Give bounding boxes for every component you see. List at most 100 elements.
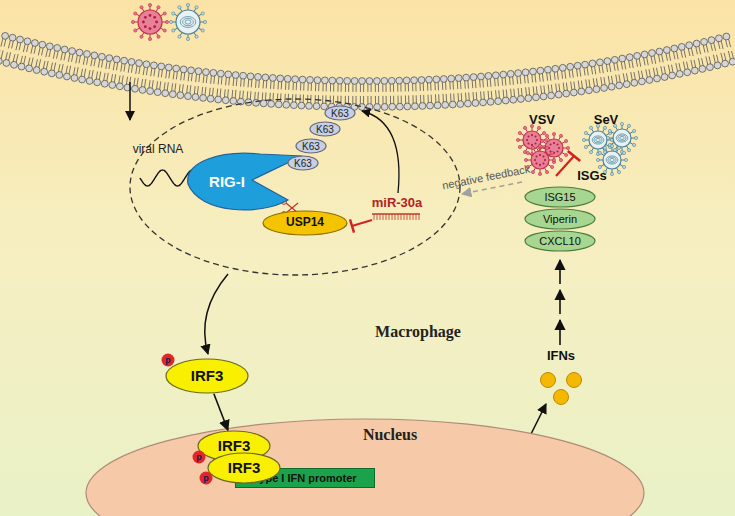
k63-ubiquitin-label: K63 xyxy=(294,158,312,169)
lipid-head xyxy=(139,87,146,94)
lipid-head xyxy=(589,60,596,67)
lipid-head xyxy=(177,92,184,99)
k63-ubiquitin-label: K63 xyxy=(302,141,320,152)
lipid-head xyxy=(41,68,48,75)
virion-coil xyxy=(610,158,615,161)
rig-i-receptor-shape xyxy=(188,153,302,210)
lipid-head xyxy=(418,77,425,84)
lipid-head xyxy=(136,60,143,67)
lipid-head xyxy=(661,74,668,81)
lipid-head xyxy=(656,48,663,55)
virion-core-dot xyxy=(542,162,544,164)
lipid-head xyxy=(638,78,645,85)
lipid-head xyxy=(517,96,524,103)
lipid-head xyxy=(604,58,611,65)
lipid-head xyxy=(722,60,729,67)
lipid-head xyxy=(132,85,139,92)
irf3-dimer-unit: IRF3 xyxy=(207,452,281,484)
virion-coil xyxy=(618,135,626,141)
rig-i-receptor: RIG-I xyxy=(180,150,302,214)
lipid-head xyxy=(470,74,477,81)
virion-spike-knob xyxy=(518,145,521,148)
virion-coil xyxy=(596,138,601,141)
inhibition-line xyxy=(556,156,574,176)
lipid-head xyxy=(623,81,630,88)
cell-label: Macrophage xyxy=(375,323,461,341)
virion-spike-knob xyxy=(531,171,534,174)
virion-core-dot xyxy=(153,16,156,19)
virion-spike-knob xyxy=(526,151,529,154)
entry-arrow xyxy=(129,82,131,120)
isg-group-label: ISGs xyxy=(577,169,607,183)
lipid-head xyxy=(61,46,68,53)
usp14-enzyme-label: USP14 xyxy=(286,216,324,229)
virion-core-dot xyxy=(531,144,533,146)
lipid-head xyxy=(217,70,224,77)
k63-ubiquitin-label: K63 xyxy=(316,124,334,135)
lipid-head xyxy=(567,63,574,70)
nucleus: NucleusIRF3IRF3Type I IFN promoter xyxy=(85,418,645,516)
virion-spike-knob xyxy=(165,20,168,23)
virion-coil xyxy=(183,18,194,26)
virion-spike-knob xyxy=(148,37,151,40)
lipid-head xyxy=(9,34,16,41)
lipid-head xyxy=(26,65,33,72)
lipid-head xyxy=(298,102,305,109)
lipid-head xyxy=(169,91,176,98)
lipid-head xyxy=(472,100,479,107)
lipid-head xyxy=(510,96,517,103)
isg-protein: ISG15 xyxy=(524,186,596,208)
mirna-tick xyxy=(416,214,417,220)
lipid-head xyxy=(676,70,683,77)
virion-envelope xyxy=(176,10,200,34)
lipid-bilayer xyxy=(0,32,735,110)
virion-spike-knob xyxy=(623,165,626,168)
lipid-head xyxy=(669,72,676,79)
virion-spike-knob xyxy=(551,151,554,154)
virion-core-dot xyxy=(153,25,156,28)
lipid-head xyxy=(113,56,120,63)
lipid-head xyxy=(79,76,86,83)
virion-coil xyxy=(616,134,628,142)
mirna-tick xyxy=(398,214,399,220)
lipid-head xyxy=(533,94,540,101)
k63-ubiquitin-shape xyxy=(296,139,326,153)
lipid-head xyxy=(597,59,604,66)
virion-coil xyxy=(592,136,604,144)
mirna-tick xyxy=(377,214,378,220)
virion-spike-knob xyxy=(634,136,637,139)
virion-spike-knob xyxy=(610,172,613,175)
virion-spike-knob xyxy=(544,138,547,141)
lipid-head xyxy=(678,43,685,50)
phospho-mark: p xyxy=(162,354,175,367)
lipid-head xyxy=(147,88,154,95)
lipid-head xyxy=(427,102,434,109)
complex-boundary xyxy=(130,99,460,275)
isg-protein-shape xyxy=(525,187,595,207)
lipid-head xyxy=(232,72,239,79)
ifn-molecule xyxy=(541,373,556,388)
virion-core-dot xyxy=(531,134,533,136)
virion-spike-knob xyxy=(172,29,175,32)
lipid-head xyxy=(283,101,290,108)
usp14-enzyme: USP14 xyxy=(262,210,348,236)
lipid-head xyxy=(69,48,76,55)
virion-spike-knob xyxy=(531,146,534,149)
mirna-tick xyxy=(380,214,381,220)
lipid-head xyxy=(403,77,410,84)
lipid-head xyxy=(716,35,723,42)
lipid-head xyxy=(449,101,456,108)
lipid-head xyxy=(374,78,381,85)
virion-spike-knob xyxy=(551,165,554,168)
inhibition-line xyxy=(352,220,372,226)
mirna-tick xyxy=(410,214,411,220)
virion-spike-knob xyxy=(540,139,543,142)
virion-spike-knob xyxy=(603,146,606,149)
virion-core-dot xyxy=(144,16,147,19)
lipid-head xyxy=(277,75,284,82)
mirna-tick xyxy=(407,214,408,220)
lipid-head xyxy=(366,78,373,85)
lipid-head xyxy=(616,82,623,89)
virion-spike-knob xyxy=(157,35,160,38)
